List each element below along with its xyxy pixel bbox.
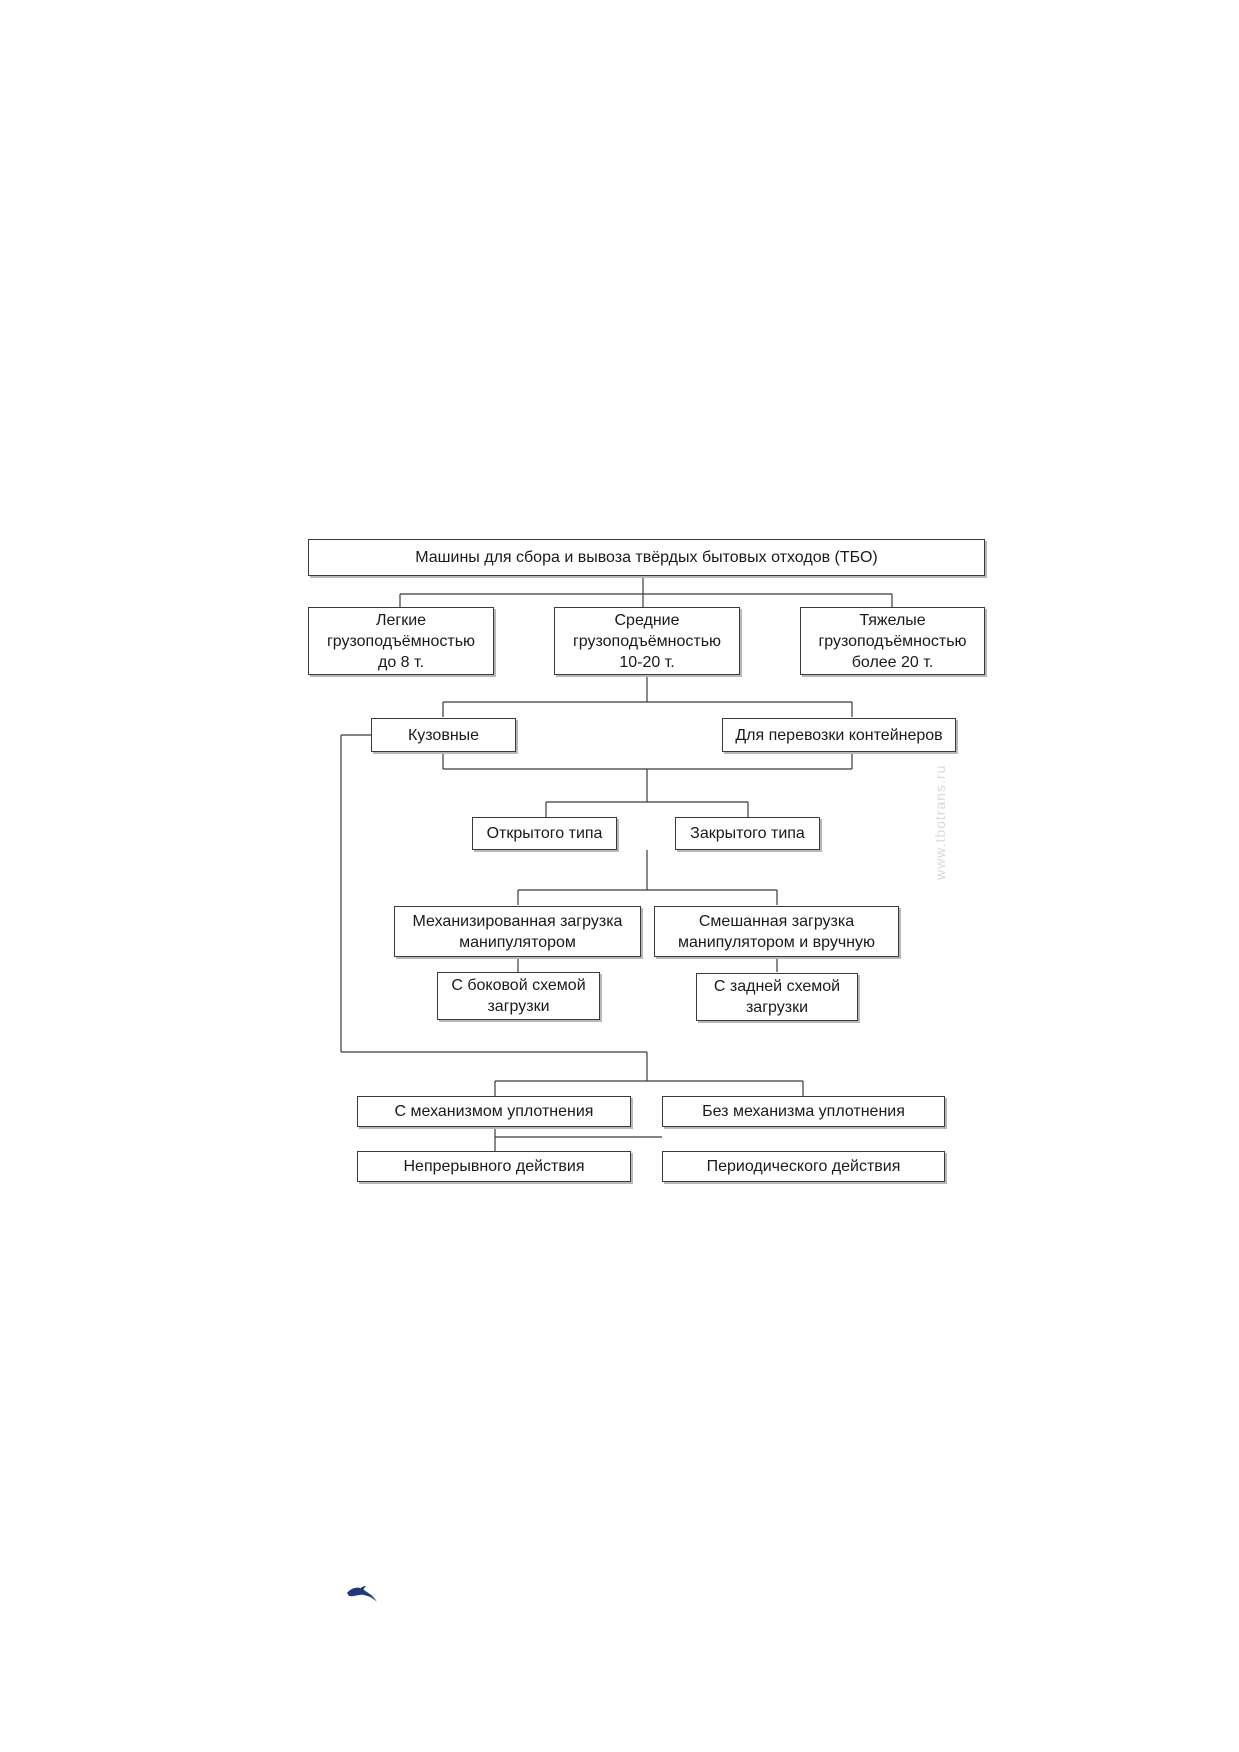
- with-compaction-label: С механизмом уплотнения: [394, 1103, 594, 1120]
- container-transport-box: Для перевозки контейнеров: [722, 718, 956, 752]
- mechanized-loading-line-1: Механизированная загрузка: [412, 912, 623, 930]
- mixed-loading-box: Смешанная загрузка манипулятором и вручн…: [654, 906, 899, 957]
- medium-class-line-3: 10-20 т.: [619, 653, 675, 671]
- closed-type-box: Закрытого типа: [675, 817, 820, 850]
- periodic-action-box: Периодического действия: [662, 1151, 945, 1182]
- continuous-action-label: Непрерывного действия: [403, 1158, 585, 1175]
- closed-type-label: Закрытого типа: [690, 825, 805, 842]
- bird-logo-icon: [347, 1586, 377, 1602]
- medium-class-line-1: Средние: [614, 611, 680, 629]
- mechanized-loading-box: Механизированная загрузка манипулятором: [394, 906, 641, 957]
- root-box: Машины для сбора и вывоза твёрдых бытовы…: [308, 539, 985, 576]
- mixed-loading-line-1: Смешанная загрузка: [698, 912, 855, 930]
- rear-loading-box: С задней схемой загрузки: [696, 973, 858, 1021]
- mechanized-loading-line-2: манипулятором: [459, 933, 576, 951]
- side-loading-box: С боковой схемой загрузки: [437, 972, 600, 1020]
- open-type-label: Открытого типа: [486, 825, 603, 842]
- watermark-text: www.tbotrans.ru: [932, 764, 948, 880]
- bodied-label: Кузовные: [407, 726, 480, 744]
- periodic-action-label: Периодического действия: [706, 1158, 901, 1175]
- rear-loading-line-2: загрузки: [745, 999, 809, 1016]
- without-compaction-label: Без механизма уплотнения: [702, 1103, 905, 1120]
- heavy-class-line-2: грузоподъёмностью: [818, 632, 967, 650]
- heavy-class-box: Тяжелые грузоподъёмностью более 20 т.: [800, 607, 985, 675]
- container-transport-label: Для перевозки контейнеров: [735, 726, 943, 744]
- open-type-box: Открытого типа: [472, 817, 617, 850]
- heavy-class-line-1: Тяжелые: [859, 611, 926, 629]
- with-compaction-box: С механизмом уплотнения: [357, 1096, 631, 1127]
- bodied-box: Кузовные: [371, 718, 516, 752]
- without-compaction-box: Без механизма уплотнения: [662, 1096, 945, 1127]
- medium-class-box: Средние грузоподъёмностью 10-20 т.: [554, 607, 740, 675]
- light-class-line-1: Легкие: [375, 611, 427, 629]
- medium-class-line-2: грузоподъёмностью: [572, 632, 722, 650]
- mixed-loading-line-2: манипулятором и вручную: [677, 933, 876, 951]
- light-class-line-3: до 8 т.: [377, 653, 425, 671]
- root-label: Машины для сбора и вывоза твёрдых бытовы…: [415, 549, 878, 566]
- light-class-box: Легкие грузоподъёмностью до 8 т.: [308, 607, 494, 675]
- heavy-class-line-3: более 20 т.: [851, 653, 934, 671]
- side-loading-line-2: загрузки: [487, 998, 550, 1015]
- rear-loading-line-1: С задней схемой: [713, 978, 841, 995]
- continuous-action-box: Непрерывного действия: [357, 1151, 631, 1182]
- side-loading-line-1: С боковой схемой: [451, 977, 586, 994]
- light-class-line-2: грузоподъёмностью: [326, 632, 476, 650]
